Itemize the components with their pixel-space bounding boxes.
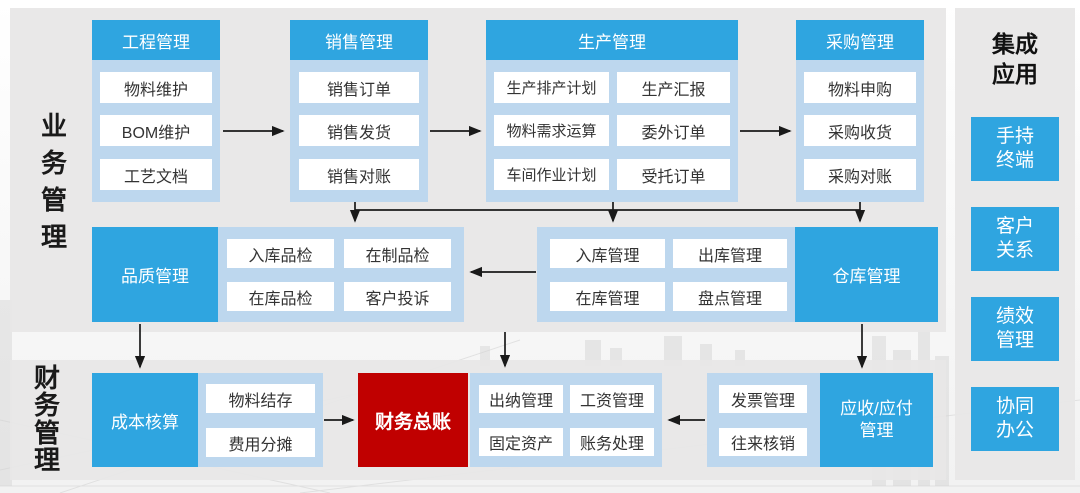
- item-sales-delivery: 销售发货: [299, 115, 419, 146]
- general-ledger-node: 财务总账: [358, 373, 468, 467]
- business-section-label: 业务管理: [40, 111, 67, 252]
- item-outbound-management: 出库管理: [673, 239, 787, 268]
- collaborative-office-label: 协同办公: [995, 396, 1034, 441]
- item-process-document: 工艺文档: [100, 159, 212, 190]
- customer-relationship-label: 客户关系: [995, 216, 1034, 261]
- collaborative-office-node: 协同办公: [971, 387, 1059, 451]
- receivable-payable-label: 应收/应付管理: [840, 398, 913, 440]
- handheld-terminal-label: 手持终端: [995, 126, 1034, 171]
- item-sales-reconciliation: 销售对账: [299, 159, 419, 190]
- item-cashier-management: 出纳管理: [479, 385, 563, 413]
- item-invoice-management: 发票管理: [719, 385, 807, 413]
- item-payroll-management: 工资管理: [570, 385, 654, 413]
- customer-relationship-node: 客户关系: [971, 207, 1059, 271]
- item-stocktaking-management: 盘点管理: [673, 282, 787, 311]
- cost-accounting-node: 成本核算: [92, 373, 198, 467]
- item-material-requisition: 物料申购: [804, 72, 916, 103]
- item-account-processing: 账务处理: [570, 428, 654, 456]
- finance-section-label: 财务管理: [33, 363, 60, 475]
- purchasing-header: 采购管理: [796, 20, 924, 60]
- handheld-terminal-node: 手持终端: [971, 117, 1059, 181]
- item-fixed-assets: 固定资产: [479, 428, 563, 456]
- item-bom-maintenance: BOM维护: [100, 115, 212, 146]
- item-production-scheduling: 生产排产计划: [494, 72, 609, 103]
- item-incoming-inspection: 入库品检: [227, 239, 334, 268]
- item-mrp-calculation: 物料需求运算: [494, 115, 609, 146]
- performance-management-label: 绩效管理: [995, 306, 1034, 351]
- performance-management-node: 绩效管理: [971, 297, 1059, 361]
- receivable-payable-node: 应收/应付管理: [820, 373, 933, 467]
- item-customer-complaint: 客户投诉: [344, 282, 451, 311]
- warehouse-node: 仓库管理: [795, 227, 938, 322]
- item-purchase-receiving: 采购收货: [804, 115, 916, 146]
- item-transaction-writeoff: 往来核销: [719, 428, 807, 456]
- item-inprocess-inspection: 在制品检: [344, 239, 451, 268]
- quality-node: 品质管理: [92, 227, 218, 322]
- integration-title: 集成应用: [955, 30, 1075, 90]
- item-purchase-reconciliation: 采购对账: [804, 159, 916, 190]
- production-header: 生产管理: [486, 20, 738, 60]
- sales-header: 销售管理: [290, 20, 428, 60]
- item-material-balance: 物料结存: [206, 384, 315, 413]
- item-stock-management: 在库管理: [550, 282, 665, 311]
- item-inbound-management: 入库管理: [550, 239, 665, 268]
- item-stock-inspection: 在库品检: [227, 282, 334, 311]
- item-workshop-plan: 车间作业计划: [494, 159, 609, 190]
- engineering-header: 工程管理: [92, 20, 220, 60]
- item-production-report: 生产汇报: [617, 72, 730, 103]
- item-outsourcing-order: 委外订单: [617, 115, 730, 146]
- item-expense-allocation: 费用分摊: [206, 428, 315, 457]
- item-material-maintenance: 物料维护: [100, 72, 212, 103]
- item-sales-order: 销售订单: [299, 72, 419, 103]
- item-consignment-order: 受托订单: [617, 159, 730, 190]
- integration-title-text: 集成应用: [992, 31, 1038, 87]
